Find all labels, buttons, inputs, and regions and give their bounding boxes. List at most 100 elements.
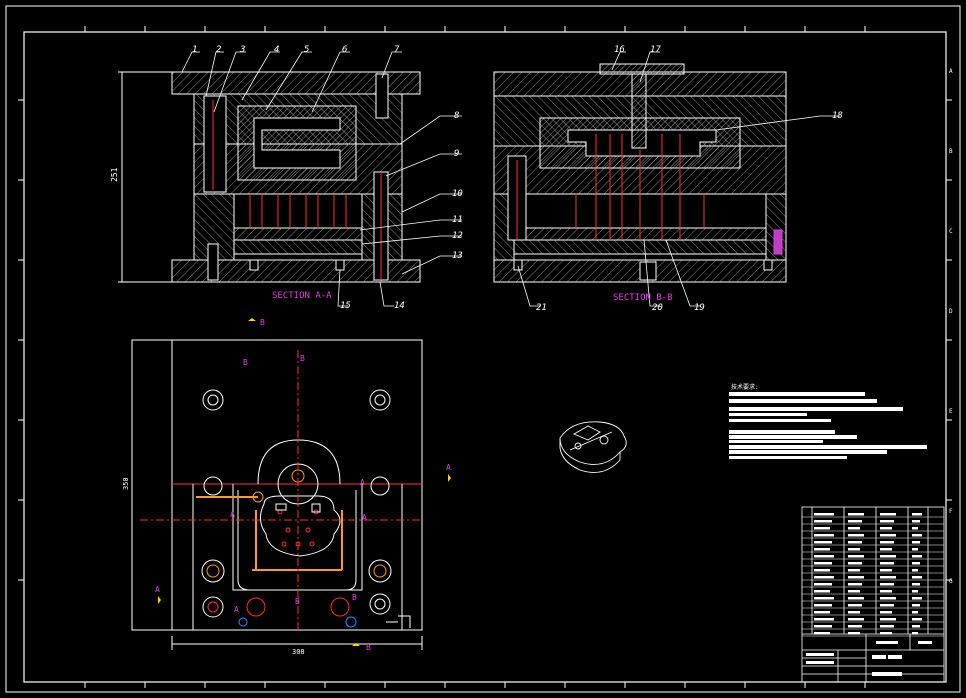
bom-cell-text: [848, 513, 864, 516]
bom-cell-text: [814, 548, 830, 551]
view-mark-a: A: [360, 478, 365, 487]
bom-cell-text: [848, 618, 864, 621]
part-number-label: 18: [832, 111, 843, 121]
bom-cell-text: [880, 597, 896, 600]
bom-cell-text: [814, 513, 834, 516]
view-arrows: [158, 318, 451, 646]
part-number-label: 16: [614, 45, 625, 55]
border-letter: D: [949, 308, 953, 315]
part-number-label: 10: [452, 189, 463, 199]
bom-cell-text: [880, 583, 894, 586]
border-letter: E: [949, 408, 953, 415]
part-number-label: 17: [650, 45, 661, 55]
bom-cell-text: [912, 576, 922, 579]
bom-cell-text: [848, 527, 860, 530]
bom-cell-text: [814, 604, 832, 607]
part-number-label: 5: [304, 45, 309, 55]
view-mark-a: A: [446, 463, 451, 472]
section-aa-view: [118, 71, 421, 283]
technical-notes-block: [729, 392, 927, 459]
bom-cell-text: [814, 611, 830, 614]
bom-cell-text: [912, 625, 920, 628]
view-mark-b: B: [352, 593, 357, 602]
bom-cell-text: [848, 583, 862, 586]
bom-cell-text: [912, 618, 922, 621]
bom-cell-text: [814, 618, 834, 621]
bom-cell-text: [880, 534, 896, 537]
bom-cell-text: [848, 597, 864, 600]
title-block-fills: [806, 641, 932, 676]
part-number-label: 3: [239, 45, 245, 55]
bom-cell-text: [912, 555, 922, 558]
bom-cell-text: [814, 541, 832, 544]
bom-cell-text: [848, 590, 860, 593]
plan-view: [131, 339, 423, 650]
bom-table-rows: [802, 513, 944, 637]
bom-cell-text: [814, 569, 830, 572]
part-number-label: 1: [192, 45, 197, 55]
border-ticks: [18, 26, 952, 688]
bom-cell-text: [880, 555, 896, 558]
part-numbers-aa: 1 2 3 4 5 6 7 8 9 10 11 12 13 14 15: [192, 45, 463, 311]
view-mark-b: B: [300, 354, 305, 363]
view-mark-a: A: [230, 510, 235, 519]
bom-cell-text: [912, 597, 922, 600]
part-number-label: 11: [452, 215, 463, 225]
bom-cell-text: [848, 611, 860, 614]
bom-cell-text: [912, 541, 920, 544]
bom-cell-text: [912, 632, 918, 635]
part-number-label: 14: [394, 301, 405, 311]
bom-cell-text: [848, 569, 860, 572]
border-letter: C: [949, 228, 953, 235]
bom-cell-text: [848, 548, 860, 551]
bom-cell-text: [912, 520, 920, 523]
bom-cell-text: [848, 632, 860, 635]
bom-cell-text: [880, 632, 892, 635]
part-number-label: 15: [340, 301, 351, 311]
bom-cell-text: [848, 541, 862, 544]
part-numbers-bb: 16 17 18 19 20 21: [536, 45, 843, 313]
view-mark-b: B: [260, 318, 265, 327]
bom-cell-text: [880, 590, 892, 593]
notes-heading: 技术要求:: [731, 383, 759, 391]
leaders-bb: [517, 51, 840, 307]
bom-cell-text: [848, 520, 862, 523]
bom-cell-text: [880, 541, 894, 544]
view-mark-b: B: [366, 643, 371, 652]
border-letter: G: [949, 578, 953, 585]
part-number-label: 13: [452, 251, 463, 261]
bom-cell-text: [848, 555, 864, 558]
bom-cell-text: [912, 604, 920, 607]
bom-cell-text: [912, 569, 918, 572]
bom-cell-text: [814, 597, 834, 600]
part-number-label: 21: [536, 303, 547, 313]
view-mark-a: A: [234, 605, 239, 614]
bom-cell-text: [848, 576, 864, 579]
bom-cell-text: [814, 625, 832, 628]
bom-cell-text: [814, 590, 830, 593]
border-letter: B: [949, 148, 953, 155]
bom-cell-text: [912, 583, 920, 586]
part-number-label: 4: [274, 45, 279, 55]
part-number-label: 9: [454, 149, 459, 159]
section-bb-view: [493, 63, 787, 283]
bom-cell-text: [912, 513, 922, 516]
bom-cell-text: [912, 611, 918, 614]
drawing-border: [5, 5, 961, 693]
section-aa-label: SECTION A-A: [272, 291, 332, 301]
section-bb-label: SECTION B-B: [613, 293, 673, 303]
bom-cell-text: [848, 562, 862, 565]
bom-cell-text: [880, 513, 896, 516]
part-number-label: 7: [394, 45, 400, 55]
border-letter: A: [949, 68, 953, 75]
bom-cell-text: [814, 555, 834, 558]
view-marks: B B B A A A A B B B A A: [155, 318, 451, 652]
bom-cell-text: [848, 625, 862, 628]
bom-cell-text: [912, 562, 920, 565]
iso-part-view: [559, 421, 627, 473]
bom-cell-text: [814, 527, 830, 530]
view-mark-b: B: [243, 358, 248, 367]
border-letter: F: [949, 508, 953, 515]
bom-cell-text: [814, 562, 832, 565]
